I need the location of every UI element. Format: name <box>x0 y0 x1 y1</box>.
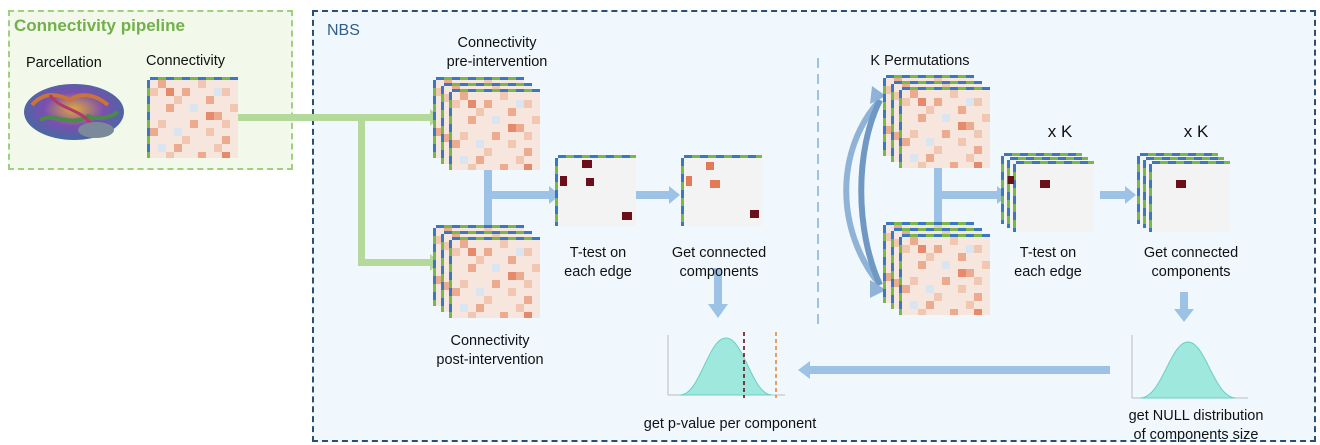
perm-components-label-line2: components <box>1151 264 1231 280</box>
post-label-line1: Connectivity <box>450 333 530 349</box>
pre-label-line2: pre-intervention <box>446 54 548 70</box>
null-label-line2: of components size <box>1133 427 1259 443</box>
components-label-line2: components <box>679 264 759 280</box>
post-intervention-label: Connectivity post-intervention <box>410 332 570 370</box>
pre-intervention-label: Connectivity pre-intervention <box>432 34 562 72</box>
blue-arrows <box>484 161 1194 379</box>
perm-ttest-label: T-test on each edge <box>998 244 1098 282</box>
swap-arrow-head-top <box>870 86 886 104</box>
null-label-line1: get NULL distribution <box>1128 408 1264 424</box>
connectivity-pipeline-title: Connectivity pipeline <box>14 16 185 35</box>
perm-components-stack <box>1137 153 1230 232</box>
swap-arrows <box>843 97 883 287</box>
pvalue-label: get p-value per component <box>643 416 817 432</box>
components-matrix <box>681 155 762 226</box>
swap-arrow-head-bottom <box>870 280 886 298</box>
components-label: Get connected components <box>656 244 782 282</box>
perm-components-label-line1: Get connected <box>1143 245 1239 261</box>
perm-post-stack <box>883 222 990 315</box>
pre-intervention-stack <box>433 77 540 170</box>
connectivity-label: Connectivity <box>146 53 225 69</box>
times-k-label-1: x K <box>1047 122 1073 141</box>
permutations-label: K Permutations <box>870 53 970 69</box>
perm-ttest-label-line1: T-test on <box>1019 245 1077 261</box>
perm-ttest-label-line2: each edge <box>1014 264 1082 280</box>
parcellation-label: Parcellation <box>26 55 102 71</box>
green-arrows <box>236 109 440 271</box>
null-histogram-icon <box>1131 335 1248 399</box>
histogram-icon <box>667 332 785 398</box>
post-label-line2: post-intervention <box>436 352 544 368</box>
pre-label-line1: Connectivity <box>457 35 537 51</box>
null-distribution-label: get NULL distribution of components size <box>1108 407 1284 445</box>
connectivity-matrix-icon <box>147 77 238 158</box>
brain-icon <box>24 84 124 140</box>
post-intervention-stack <box>433 225 540 318</box>
perm-ttest-stack <box>1001 153 1094 232</box>
ttest-label: T-test on each edge <box>548 244 648 282</box>
perm-pre-stack <box>883 75 990 168</box>
nbs-title: NBS <box>327 22 360 39</box>
perm-components-label: Get connected components <box>1128 244 1254 282</box>
ttest-matrix <box>555 155 636 226</box>
times-k-label-2: x K <box>1183 122 1209 141</box>
ttest-label-line1: T-test on <box>569 245 627 261</box>
ttest-label-line2: each edge <box>564 264 632 280</box>
components-label-line1: Get connected <box>671 245 767 261</box>
